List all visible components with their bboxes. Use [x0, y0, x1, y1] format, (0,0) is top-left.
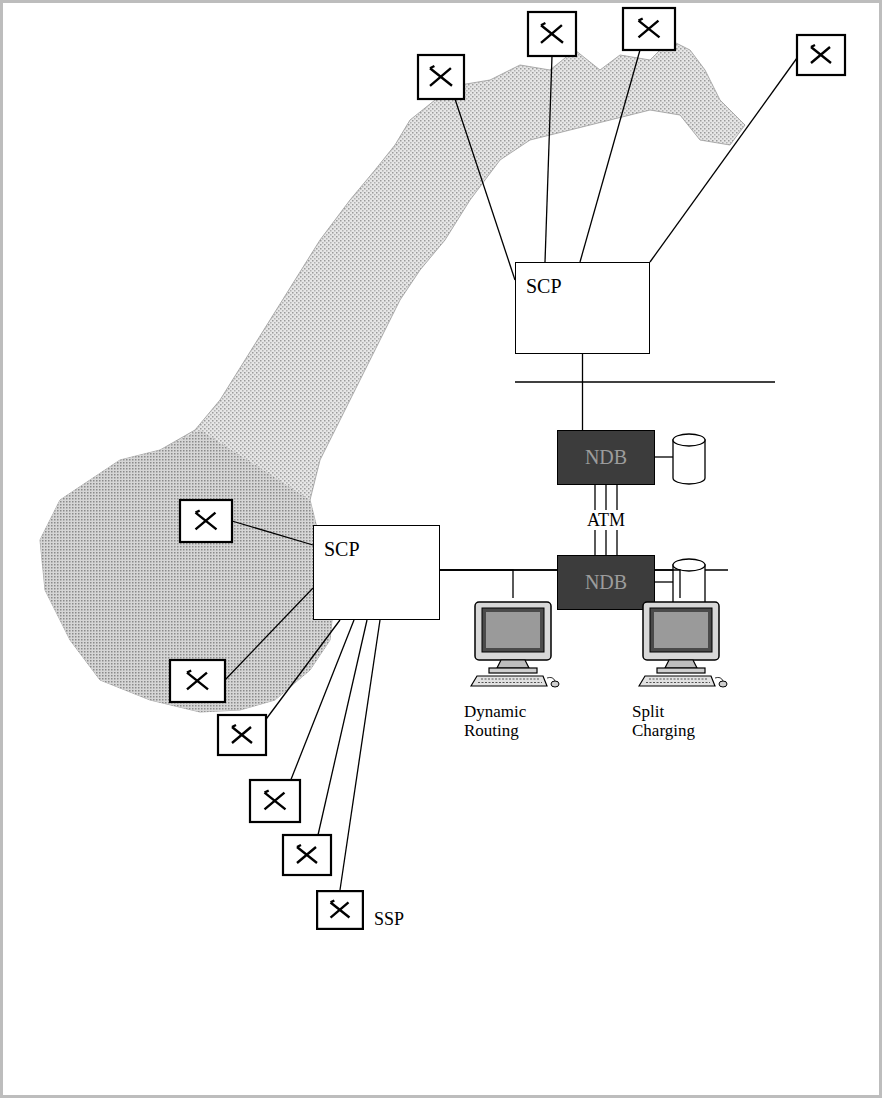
scp-label: SCP: [516, 263, 562, 298]
workstation: Split Charging: [630, 598, 732, 740]
workstation-label: Split Charging: [632, 702, 695, 740]
ssp-cross: [265, 791, 286, 810]
ssp-cross: [232, 725, 252, 743]
ssp-cross: [297, 845, 317, 863]
ssp-symbol: [316, 890, 364, 930]
ssp-cross: [541, 23, 563, 43]
ssp-box: [180, 500, 232, 542]
ssp-boxes: [170, 8, 845, 875]
ssp-box: [250, 780, 300, 822]
scp-label: SCP: [314, 526, 360, 561]
connector-line: [440, 570, 513, 598]
ssp-box: [418, 55, 464, 99]
workstation: Dynamic Routing: [462, 598, 564, 740]
ssp-cross: [639, 19, 660, 38]
ssp-cross: [196, 511, 217, 530]
ndb-box: NDB: [557, 555, 655, 610]
ssp-box: [218, 715, 266, 755]
south-region: [40, 430, 335, 712]
ssp-links: [225, 50, 797, 835]
computer-icon: [631, 598, 731, 698]
ssp-box: [170, 660, 225, 702]
scp-box: SCP: [313, 525, 440, 620]
ssp-cross: [811, 45, 831, 63]
workstation-label: Dynamic Routing: [464, 702, 526, 740]
ssp-box: [317, 891, 363, 929]
ndb-label: NDB: [585, 446, 627, 469]
ssp-node: SSP: [316, 890, 364, 930]
ssp-cross: [430, 66, 452, 86]
ndb-box: NDB: [557, 430, 655, 485]
ndb-label: NDB: [585, 571, 627, 594]
ssp-box: [623, 8, 675, 50]
computer-icon: [463, 598, 563, 698]
connector-line: [582, 354, 583, 430]
link-label: ATM: [584, 510, 628, 530]
ssp-box: [797, 35, 845, 75]
database-cylinders: [673, 434, 705, 609]
connector-line: [340, 620, 380, 890]
norway-outline: [40, 40, 745, 712]
scp-box: SCP: [515, 262, 650, 354]
ssp-cross: [187, 671, 208, 690]
ssp-box: [283, 835, 331, 875]
ssp-cross: [331, 901, 350, 918]
ssp-label: SSP: [374, 909, 404, 930]
ssp-box: [528, 12, 576, 56]
